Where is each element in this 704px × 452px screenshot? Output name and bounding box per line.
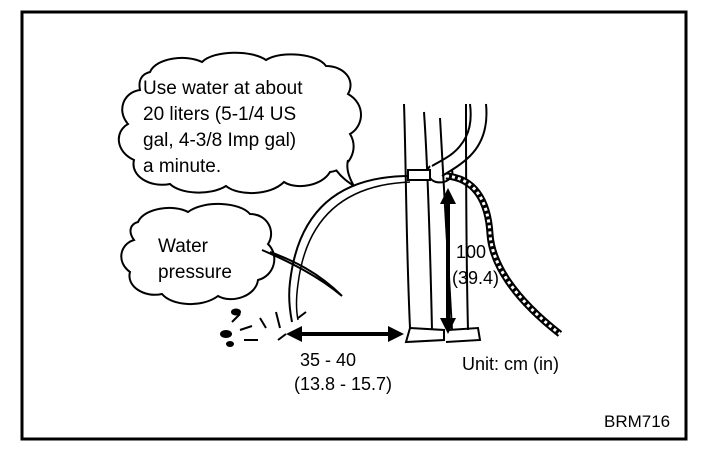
- unit-label: Unit: cm (in): [462, 354, 560, 374]
- distance-arrow: [286, 326, 404, 342]
- diagram-frame: [20, 10, 688, 441]
- hose-inner: [445, 174, 561, 336]
- water-pressure-line-2: pressure: [158, 262, 232, 283]
- water-pressure-bubble: [120, 202, 276, 306]
- water-amount-bubble: [118, 51, 362, 195]
- water-amount-line-1: Use water at about: [143, 78, 303, 99]
- distance-imperial: (13.8 - 15.7): [294, 374, 393, 394]
- water-amount-line-4: a minute.: [143, 156, 222, 177]
- hose-nozzle: [407, 169, 431, 181]
- height-imperial: (39.4): [452, 268, 500, 288]
- distance-value: 35 - 40: [300, 350, 357, 370]
- water-stream: [288, 175, 411, 323]
- figure-code: BRM716: [604, 412, 671, 431]
- water-amount-line-3: gal, 4-3/8 Imp gal): [143, 130, 297, 151]
- height-arrow: [440, 188, 456, 334]
- height-value: 100: [456, 242, 487, 262]
- person-legs: [403, 103, 482, 344]
- water-pressure-line-1: Water: [158, 236, 208, 257]
- water-pressure-bubble-tail: [261, 249, 343, 297]
- water-stream-inner: [295, 181, 411, 321]
- water-splash-icon: [220, 308, 307, 347]
- person-arm: [427, 103, 488, 184]
- water-amount-line-2: 20 liters (5-1/4 US: [143, 104, 297, 125]
